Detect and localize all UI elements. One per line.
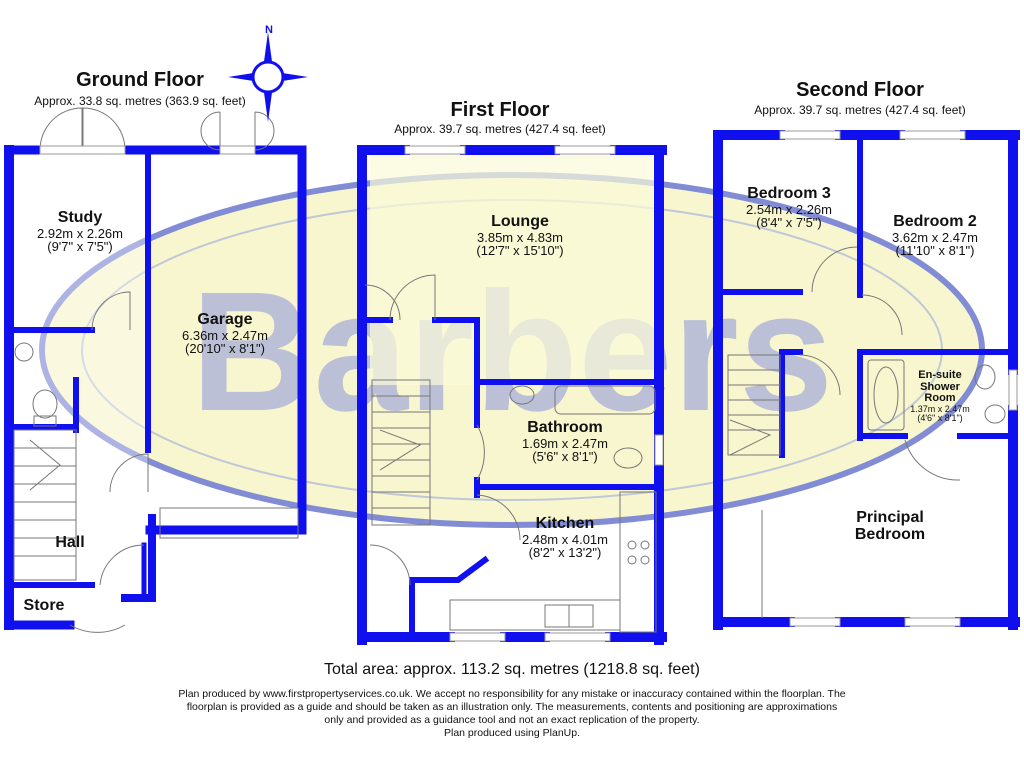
room-imperial: (9'7" x 7'5") (47, 239, 113, 255)
room-imperial: (8'4" x 7'5") (756, 215, 822, 231)
room-store: Store (23, 597, 65, 614)
room-name: Garage (197, 311, 253, 328)
first-floor-title: First Floor (450, 99, 550, 121)
ground-floor-title: Ground Floor (76, 69, 204, 91)
compass-label: N (265, 24, 273, 36)
room-principal-bedroom: Principal Bedroom (820, 509, 960, 544)
room-imperial: (11'10" x 8'1") (895, 243, 975, 259)
second-floor-walls (713, 130, 1020, 630)
first-floor-area: Approx. 39.7 sq. metres (427.4 sq. feet) (394, 122, 606, 136)
room-name: Lounge (491, 213, 549, 230)
room-metric: 1.37m x 2.47m (910, 403, 970, 414)
room-metric: 2.48m x 4.01m (522, 531, 608, 547)
room-bedroom-2: Bedroom 2 3.62m x 2.47m (11'10" x 8'1") (870, 213, 1000, 259)
room-hall: Hall (55, 534, 85, 551)
room-study: Study 2.92m x 2.26m (9'7" x 7'5") (20, 209, 140, 255)
room-name-line: Bedroom (854, 525, 926, 543)
room-imperial: (12'7" x 15'10") (476, 243, 564, 259)
room-name: Bathroom (527, 419, 603, 436)
room-name: Bedroom 2 (893, 213, 977, 230)
room-metric: 3.85m x 4.83m (477, 229, 563, 245)
room-lounge: Lounge 3.85m x 4.83m (12'7" x 15'10") (440, 213, 600, 259)
room-name-line: En-suite (918, 369, 962, 381)
room-metric: 3.62m x 2.47m (892, 229, 978, 245)
second-floor-area: Approx. 39.7 sq. metres (427.4 sq. feet) (754, 103, 966, 117)
room-name-line: Shower (920, 380, 960, 393)
room-kitchen: Kitchen 2.48m x 4.01m (8'2" x 13'2") (500, 515, 630, 561)
second-floor-title: Second Floor (796, 79, 924, 101)
first-floor-walls (357, 145, 667, 645)
room-ensuite: En-suite Shower Room 1.37m x 2.47m (4'6"… (902, 369, 978, 424)
room-metric: 2.92m x 2.26m (37, 225, 123, 241)
ground-floor-fixtures (13, 107, 299, 633)
disclaimer-line: only and provided as a guidance tool and… (324, 714, 700, 727)
room-imperial: (5'6" x 8'1") (532, 449, 598, 465)
disclaimer-line: floorplan is provided as a guide and sho… (186, 701, 838, 714)
compass-rose (228, 32, 308, 122)
room-metric: 1.69m x 2.47m (522, 435, 608, 451)
disclaimer-line: Plan produced by www.firstpropertyservic… (178, 688, 846, 700)
total-area: Total area: approx. 113.2 sq. metres (12… (324, 661, 700, 678)
room-metric: 2.54m x 2.26m (746, 201, 832, 217)
ground-floor-area: Approx. 33.8 sq. metres (363.9 sq. feet) (34, 94, 246, 108)
room-name: Study (57, 209, 103, 226)
disclaimer-line: Plan produced using PlanUp. (443, 727, 580, 740)
room-metric: 6.36m x 2.47m (182, 327, 268, 343)
first-floor-fixtures (364, 145, 664, 642)
ground-floor-walls (4, 145, 307, 630)
room-fills (14, 150, 656, 590)
second-floor-fixtures (727, 130, 1018, 627)
room-imperial: (8'2" x 13'2") (528, 545, 602, 561)
room-name-line: Principal (856, 509, 924, 526)
room-garage: Garage 6.36m x 2.47m (20'10" x 8'1") (160, 311, 290, 357)
room-name-line: Room (924, 392, 956, 405)
disclaimer: Plan produced by www.firstpropertyservic… (112, 688, 912, 741)
room-name: Kitchen (535, 515, 595, 532)
room-name: Bedroom 3 (747, 185, 831, 202)
room-imperial: (20'10" x 8'1") (185, 341, 265, 357)
room-imperial: (4'6" x 8'1") (917, 413, 963, 424)
room-bathroom: Bathroom 1.69m x 2.47m (5'6" x 8'1") (500, 419, 630, 465)
room-bedroom-3: Bedroom 3 2.54m x 2.26m (8'4" x 7'5") (730, 185, 848, 231)
